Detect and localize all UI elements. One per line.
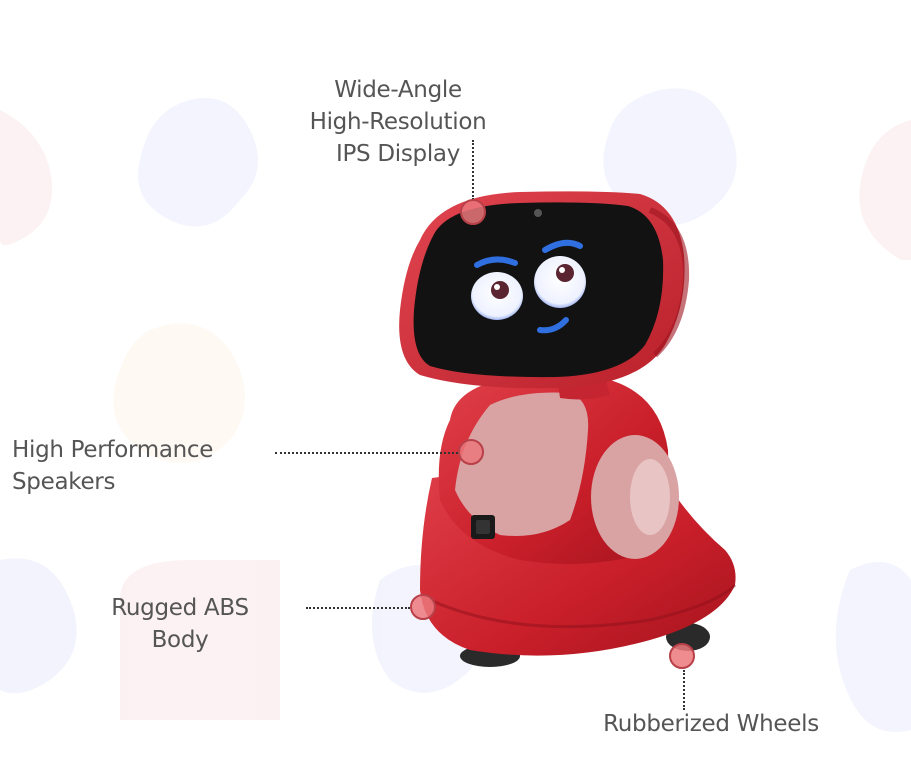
body-label: Rugged ABS Body <box>96 592 264 656</box>
body-connector <box>306 607 410 609</box>
wheels-marker[interactable] <box>669 643 695 669</box>
display-marker[interactable] <box>460 199 486 225</box>
display-label-line-1: Wide-Angle <box>334 77 462 103</box>
display-label: Wide-Angle High-Resolution IPS Display <box>290 74 506 170</box>
body-marker[interactable] <box>410 594 436 620</box>
camera-icon <box>534 209 542 217</box>
display-connector <box>472 140 474 200</box>
body-label-line-1: Rugged ABS <box>111 595 249 621</box>
speakers-label-line-2: Speakers <box>12 469 116 495</box>
speakers-label: High Performance Speakers <box>12 434 252 498</box>
body-label-line-2: Body <box>151 627 209 653</box>
wheels-label: Rubberized Wheels <box>588 708 834 740</box>
display-label-line-2: High-Resolution <box>309 109 487 135</box>
wheels-connector <box>683 670 685 710</box>
display-label-line-3: IPS Display <box>335 141 461 167</box>
robot-face <box>471 239 586 334</box>
speaker-panel <box>455 392 589 536</box>
speakers-label-line-1: High Performance <box>12 437 214 463</box>
speakers-marker[interactable] <box>458 439 484 465</box>
wheels-label-line-1: Rubberized Wheels <box>603 711 819 737</box>
speakers-connector <box>275 452 458 454</box>
